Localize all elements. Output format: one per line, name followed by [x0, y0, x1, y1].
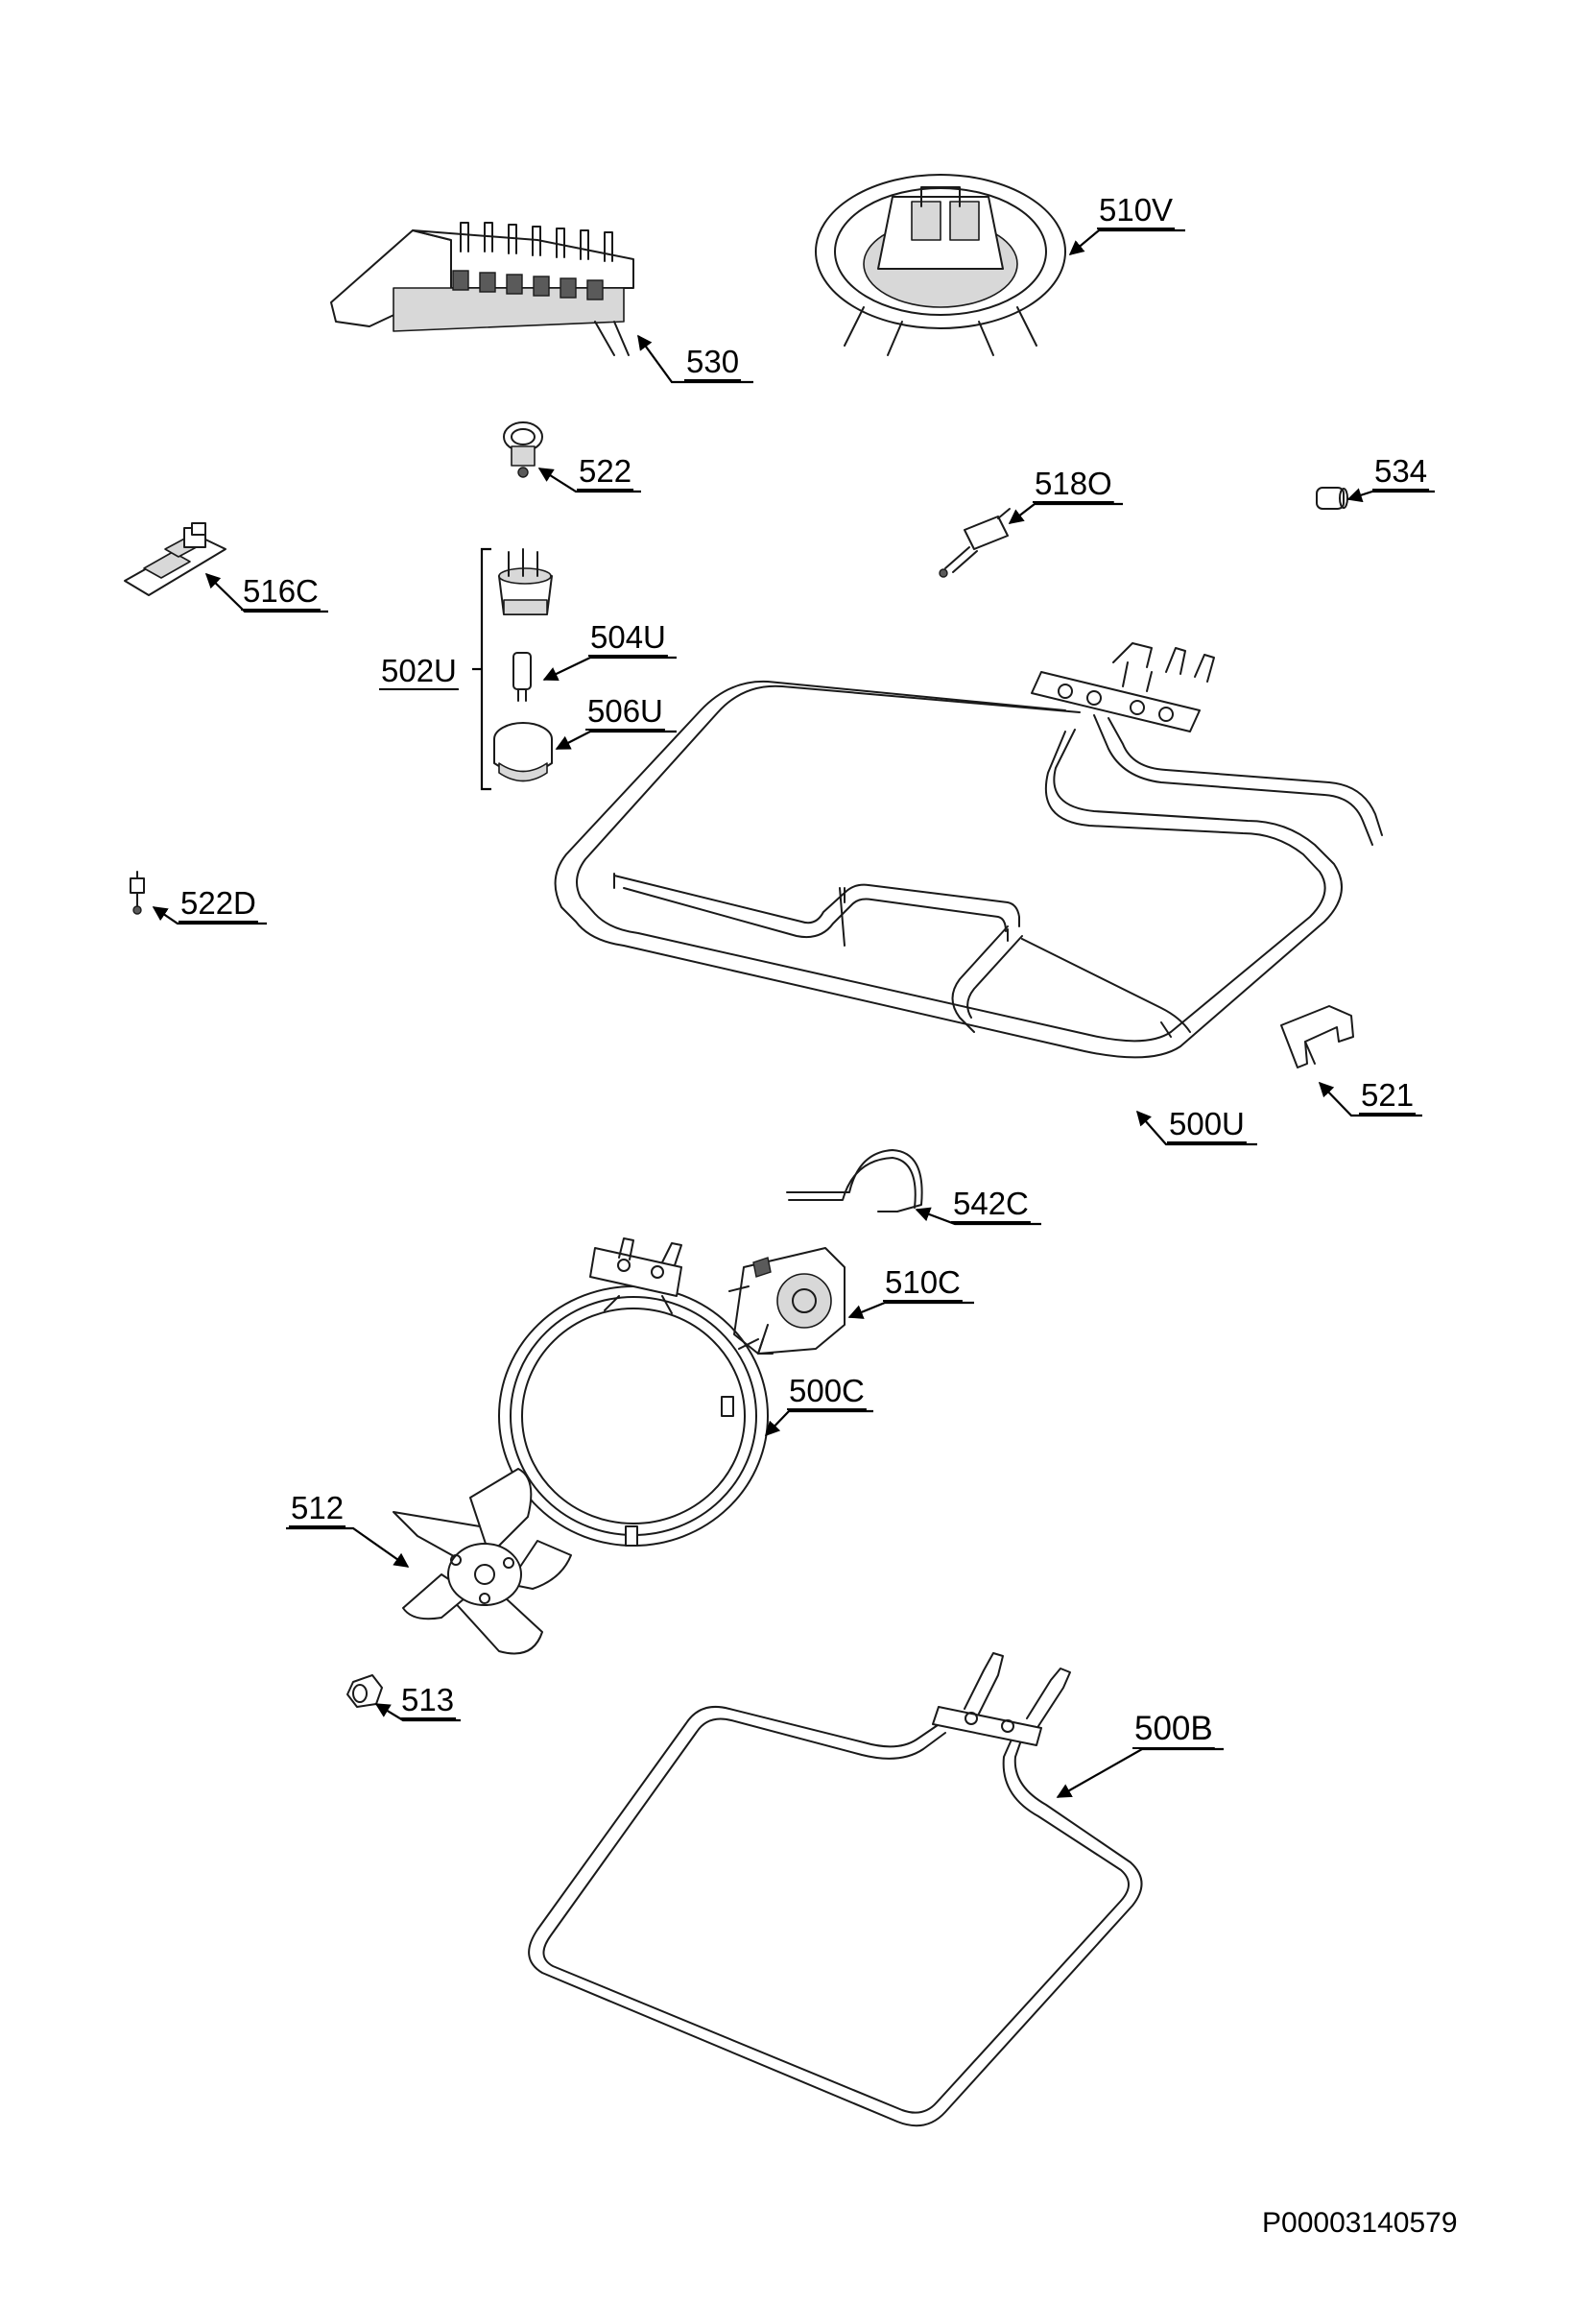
part-500B-bottom-heating-element[interactable] — [528, 1652, 1143, 2127]
part-522D-pin[interactable] — [130, 871, 145, 915]
callout-522: 522 — [537, 453, 641, 493]
part-500U-upper-heating-element[interactable] — [554, 642, 1383, 1059]
part-502U-lamp-holder[interactable] — [498, 548, 553, 615]
callout-518O-label: 518O — [1035, 466, 1112, 501]
part-534-cap[interactable] — [1316, 487, 1348, 510]
callout-530: 530 — [637, 334, 753, 384]
callout-500B: 500B — [1056, 1710, 1224, 1798]
callout-512-label: 512 — [291, 1490, 344, 1525]
callout-522D-label: 522D — [180, 885, 256, 921]
callout-518O: 518O — [1008, 466, 1123, 524]
part-500C-circular-heating-element[interactable] — [498, 1237, 769, 1547]
callout-500U-label: 500U — [1169, 1106, 1245, 1141]
part-542C-wire-spring[interactable] — [786, 1149, 923, 1212]
part-504U-lamp-bulb[interactable] — [512, 652, 532, 702]
callout-522-label: 522 — [579, 453, 631, 489]
callout-506U-label: 506U — [587, 693, 663, 729]
callout-534-label: 534 — [1374, 453, 1427, 489]
callout-500C-label: 500C — [789, 1373, 865, 1408]
callout-502U: 502U — [379, 653, 459, 690]
callout-534: 534 — [1346, 453, 1435, 503]
callout-500U: 500U — [1135, 1106, 1257, 1146]
callout-510C-label: 510C — [885, 1264, 961, 1300]
callout-516C: 516C — [204, 572, 328, 613]
callout-504U-label: 504U — [590, 619, 666, 655]
callout-530-label: 530 — [686, 344, 739, 379]
part-512-fan-blade[interactable] — [393, 1468, 572, 1655]
document-id: P00003140579 — [1262, 2207, 1458, 2239]
callout-500B-label: 500B — [1134, 1710, 1213, 1747]
part-510C-fan-motor[interactable] — [728, 1247, 846, 1355]
callout-513-label: 513 — [401, 1682, 454, 1717]
callout-521: 521 — [1318, 1077, 1422, 1117]
part-513-nut[interactable] — [346, 1674, 383, 1708]
callout-542C: 542C — [915, 1186, 1041, 1226]
callout-512: 512 — [286, 1490, 410, 1568]
callout-510C: 510C — [847, 1264, 974, 1319]
callout-504U: 504U — [542, 619, 677, 681]
part-516C-relay-board[interactable] — [124, 522, 226, 596]
part-530-terminal-block[interactable] — [330, 222, 634, 356]
part-506U-lamp-cover[interactable] — [493, 722, 553, 782]
callout-502U-label: 502U — [381, 653, 457, 688]
callout-510V: 510V — [1068, 192, 1185, 255]
callout-522D: 522D — [152, 885, 267, 925]
part-518O-temperature-sensor[interactable] — [939, 508, 1011, 578]
callout-500C: 500C — [764, 1373, 873, 1437]
part-521-bracket-clip[interactable] — [1280, 1005, 1354, 1068]
callout-510V-label: 510V — [1099, 192, 1173, 228]
callout-521-label: 521 — [1361, 1077, 1414, 1113]
callout-513: 513 — [374, 1682, 461, 1722]
part-510V-cooling-fan[interactable] — [815, 174, 1066, 356]
part-522-clip[interactable] — [503, 421, 543, 478]
callout-506U: 506U — [555, 693, 677, 750]
callout-542C-label: 542C — [953, 1186, 1029, 1221]
callout-516C-label: 516C — [243, 573, 319, 609]
part-502U-lamp-assembly-bracket — [472, 547, 491, 791]
